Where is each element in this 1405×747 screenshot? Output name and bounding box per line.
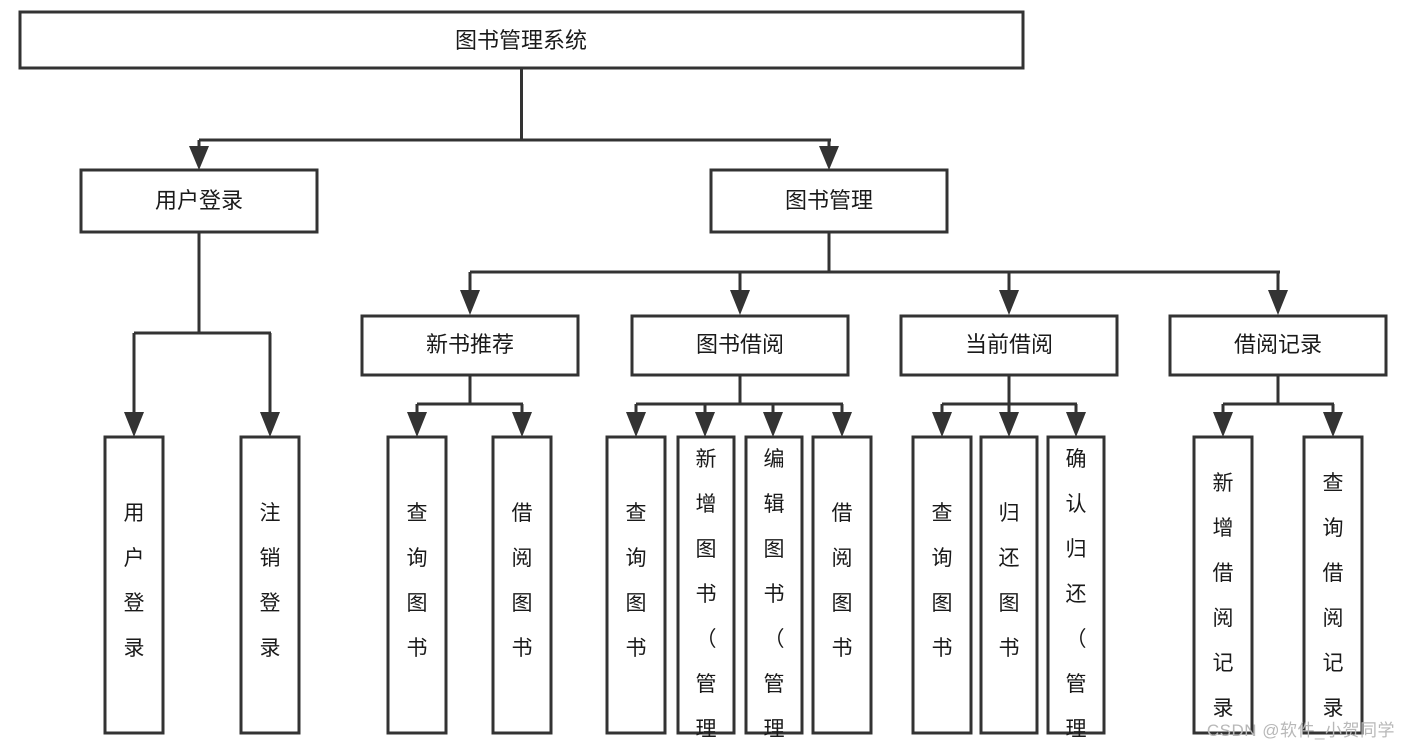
node-root[interactable]: 图书管理系统 xyxy=(18,10,1025,70)
node-leaf-query-book-2[interactable]: 查询图书 xyxy=(605,435,667,735)
node-borrow-record-box[interactable] xyxy=(1168,314,1388,377)
node-leaf-query-record-label: 查询借阅记录 xyxy=(1323,472,1344,720)
arrow-head-leaf-add-book xyxy=(695,412,715,437)
node-leaf-borrow-book-2[interactable]: 借阅图书 xyxy=(811,435,873,735)
node-leaf-edit-book[interactable]: 编辑图书（管理员） xyxy=(744,435,804,747)
arrow-head-leaf-user-login xyxy=(124,412,144,437)
arrow-head-user-login xyxy=(189,146,209,170)
node-current-borrow-box[interactable] xyxy=(899,314,1119,377)
node-leaf-borrow-book-2-label: 借阅图书 xyxy=(832,502,853,660)
arrow-head-leaf-borrow-book-1 xyxy=(512,412,532,437)
node-leaf-user-login-label: 用户登录 xyxy=(124,502,145,660)
node-leaf-borrow-book-1[interactable]: 借阅图书 xyxy=(491,435,553,735)
node-new-book-rec-box[interactable] xyxy=(360,314,580,377)
connector-layer xyxy=(124,68,1343,437)
node-book-borrow[interactable]: 图书借阅 xyxy=(630,314,850,377)
node-leaf-confirm-return[interactable]: 确认归还（管理员） xyxy=(1046,435,1106,747)
arrow-head-current-borrow xyxy=(999,290,1019,315)
node-leaf-query-book-2-label: 查询图书 xyxy=(626,502,647,660)
node-leaf-return-book-box[interactable] xyxy=(979,435,1039,735)
arrow-head-leaf-query-book-2 xyxy=(626,412,646,437)
node-book-borrow-label: 图书借阅 xyxy=(696,332,784,357)
arrow-head-leaf-query-record xyxy=(1323,412,1343,437)
node-leaf-user-login[interactable]: 用户登录 xyxy=(103,435,165,735)
node-leaf-add-book-box[interactable] xyxy=(676,435,736,735)
node-leaf-query-book-1-box[interactable] xyxy=(386,435,448,735)
node-current-borrow[interactable]: 当前借阅 xyxy=(899,314,1119,377)
node-book-manage-label: 图书管理 xyxy=(785,188,873,213)
node-leaf-borrow-book-2-box[interactable] xyxy=(811,435,873,735)
node-leaf-return-book[interactable]: 归还图书 xyxy=(979,435,1039,735)
node-leaf-query-book-3[interactable]: 查询图书 xyxy=(911,435,973,735)
node-user-login-label: 用户登录 xyxy=(155,188,243,213)
node-root-label: 图书管理系统 xyxy=(455,28,587,53)
node-leaf-query-book-3-label: 查询图书 xyxy=(932,502,953,660)
arrow-head-borrow-record xyxy=(1268,290,1288,315)
arrow-head-new-book-rec xyxy=(460,290,480,315)
node-leaf-logout-label: 注销登录 xyxy=(260,502,281,660)
node-leaf-borrow-book-1-label: 借阅图书 xyxy=(512,502,533,660)
node-leaf-add-record-box[interactable] xyxy=(1192,435,1254,735)
node-current-borrow-label: 当前借阅 xyxy=(965,332,1053,357)
node-book-borrow-box[interactable] xyxy=(630,314,850,377)
node-leaf-query-record[interactable]: 查询借阅记录 xyxy=(1302,435,1364,735)
node-new-book-rec-label: 新书推荐 xyxy=(426,332,514,357)
node-leaf-borrow-book-1-box[interactable] xyxy=(491,435,553,735)
node-root-box[interactable] xyxy=(18,10,1025,70)
node-leaf-query-record-box[interactable] xyxy=(1302,435,1364,735)
node-borrow-record-label: 借阅记录 xyxy=(1234,332,1322,357)
node-leaf-add-record-label: 新增借阅记录 xyxy=(1213,472,1234,720)
node-leaf-logout[interactable]: 注销登录 xyxy=(239,435,301,735)
node-user-login-box[interactable] xyxy=(79,168,319,234)
node-new-book-rec[interactable]: 新书推荐 xyxy=(360,314,580,377)
arrow-head-leaf-query-book-3 xyxy=(932,412,952,437)
node-leaf-user-login-box[interactable] xyxy=(103,435,165,735)
arrow-head-leaf-borrow-book-2 xyxy=(832,412,852,437)
node-borrow-record[interactable]: 借阅记录 xyxy=(1168,314,1388,377)
node-leaf-query-book-1[interactable]: 查询图书 xyxy=(386,435,448,735)
arrow-head-book-manage xyxy=(819,146,839,170)
node-leaf-add-record[interactable]: 新增借阅记录 xyxy=(1192,435,1254,735)
arrow-head-leaf-logout xyxy=(260,412,280,437)
node-leaf-add-book[interactable]: 新增图书（管理员） xyxy=(676,435,736,747)
arrow-head-leaf-return-book xyxy=(999,412,1019,437)
node-leaf-query-book-3-box[interactable] xyxy=(911,435,973,735)
node-leaf-add-book-label: 新增图书（管理员） xyxy=(696,448,717,747)
node-user-login[interactable]: 用户登录 xyxy=(79,168,319,234)
arrow-head-leaf-add-record xyxy=(1213,412,1233,437)
arrow-head-book-borrow xyxy=(730,290,750,315)
arrow-head-leaf-edit-book xyxy=(763,412,783,437)
arrow-head-leaf-confirm-return xyxy=(1066,412,1086,437)
node-leaf-query-book-2-box[interactable] xyxy=(605,435,667,735)
node-leaf-edit-book-box[interactable] xyxy=(744,435,804,735)
arrow-head-leaf-query-book-1 xyxy=(407,412,427,437)
node-leaf-logout-box[interactable] xyxy=(239,435,301,735)
node-book-manage-box[interactable] xyxy=(709,168,949,234)
node-leaf-query-book-1-label: 查询图书 xyxy=(407,502,428,660)
node-leaf-return-book-label: 归还图书 xyxy=(999,502,1020,660)
node-leaf-edit-book-label: 编辑图书（管理员） xyxy=(764,448,785,747)
node-book-manage[interactable]: 图书管理 xyxy=(709,168,949,234)
node-leaf-confirm-return-box[interactable] xyxy=(1046,435,1106,735)
node-leaf-confirm-return-label: 确认归还（管理员） xyxy=(1066,448,1087,747)
